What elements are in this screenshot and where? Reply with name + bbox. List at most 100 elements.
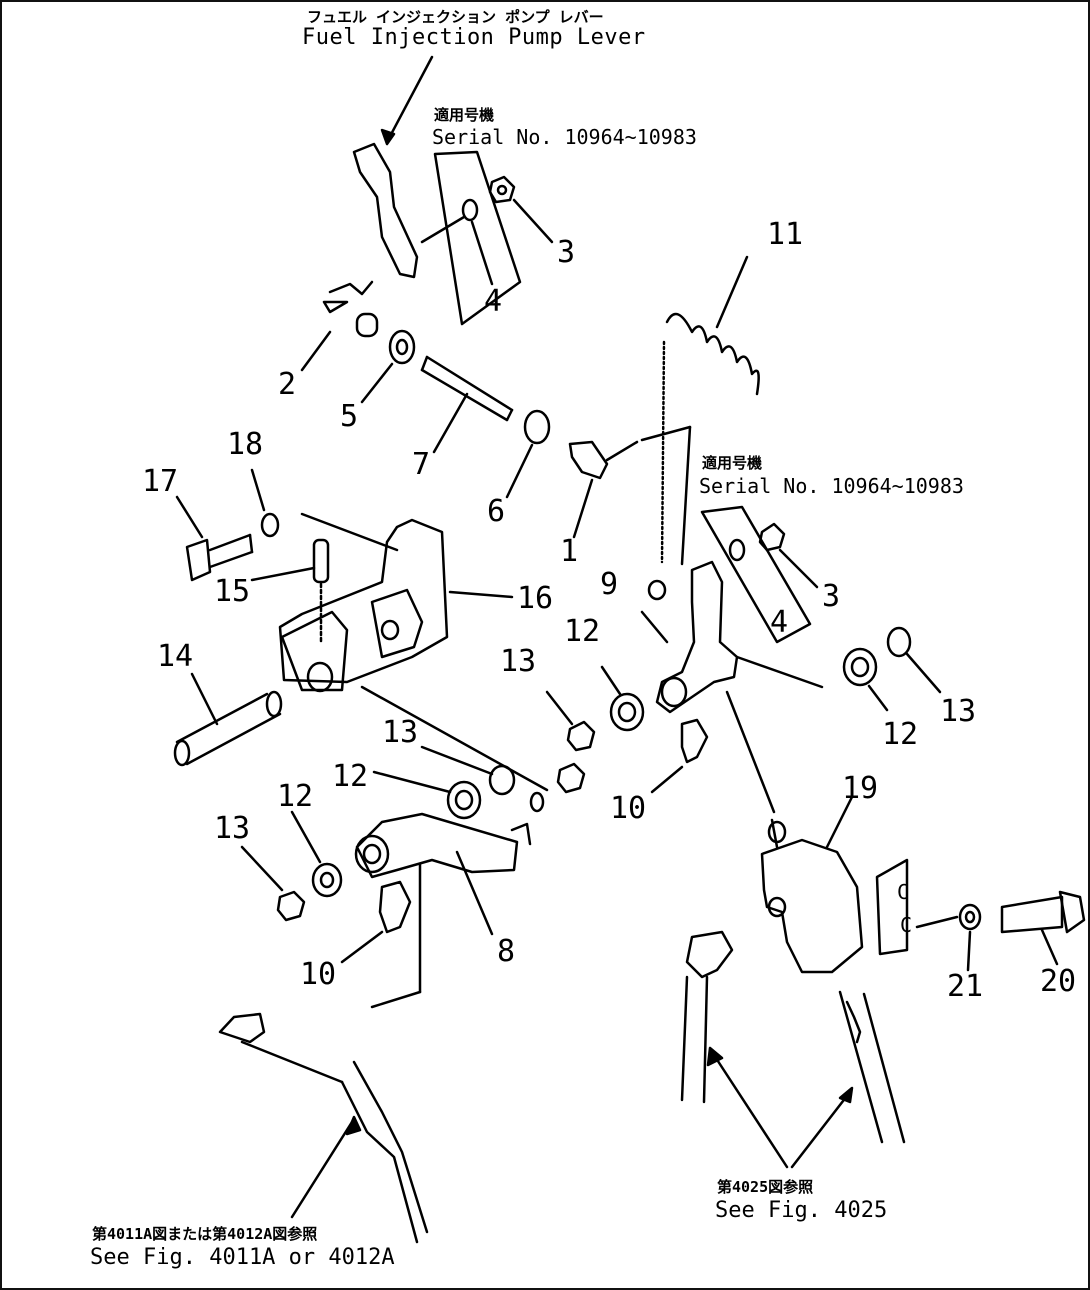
- leader-line: [240, 845, 284, 892]
- leader-line: [600, 665, 622, 696]
- bushing-12-left: [311, 862, 343, 898]
- callout-13: 13: [500, 644, 537, 679]
- callout-12-mid: 12: [332, 759, 369, 794]
- bushing-12-mid: [609, 692, 645, 732]
- leader-line: [385, 55, 434, 144]
- callout-4-right: 4: [770, 605, 789, 640]
- leader-line: [867, 684, 889, 712]
- serial-panel-right: [700, 505, 812, 644]
- pin-15: [312, 538, 330, 584]
- leader-line: [340, 930, 384, 964]
- serial-right-caption: Serial No. 10964~10983: [699, 474, 964, 498]
- leader-line: [290, 1120, 354, 1219]
- serial-panel-top: [433, 150, 522, 326]
- nut-13-left: [276, 890, 306, 922]
- spring-11: [665, 312, 760, 396]
- callout-12: 12: [564, 614, 601, 649]
- leader-line: [290, 810, 322, 864]
- leader-line: [650, 765, 684, 794]
- leader-line: [905, 652, 942, 694]
- see-4025-caption: See Fig. 4025: [715, 1198, 888, 1223]
- arrowhead: [345, 1115, 362, 1136]
- mark-c-upper: C: [897, 880, 910, 904]
- bolt-20-head: [1058, 890, 1086, 934]
- leader-line: [790, 1090, 852, 1169]
- callout-7: 7: [412, 447, 431, 482]
- callout-4: 4: [484, 284, 503, 319]
- leader-line: [966, 930, 972, 972]
- hose-elbow: [685, 930, 734, 979]
- fuel-lever-caption: Fuel Injection Pump Lever: [302, 25, 646, 50]
- callout-9: 9: [600, 567, 619, 602]
- leader-line: [360, 362, 394, 404]
- lever-9: [655, 560, 739, 714]
- washer-21: [958, 903, 982, 931]
- callout-11: 11: [767, 217, 804, 252]
- serial-top-caption-jp: 適用号機: [434, 106, 495, 124]
- arm-8: [355, 812, 519, 879]
- callout-16: 16: [517, 581, 554, 616]
- grease-fitting-10-right: [680, 718, 709, 764]
- nut-13-mid: [566, 720, 596, 752]
- bushing-12-lower: [446, 780, 482, 820]
- callout-5: 5: [340, 399, 359, 434]
- grease-fitting-10-left: [378, 880, 412, 934]
- leader-line: [372, 770, 452, 794]
- leader-line: [455, 850, 494, 936]
- washer-small: [529, 791, 545, 813]
- callout-13-left: 13: [214, 811, 251, 846]
- leader-line: [420, 215, 466, 244]
- washer-4-right: [728, 538, 746, 562]
- leader-line: [640, 610, 669, 644]
- link-line: [360, 685, 549, 792]
- callout-3-right: 3: [822, 579, 841, 614]
- lever-9-boss: [660, 676, 688, 708]
- leader-line: [250, 566, 316, 582]
- cable-lower-left: [340, 1060, 429, 1244]
- leader-line: [250, 468, 266, 512]
- callout-2: 2: [278, 367, 297, 402]
- callout-14: 14: [157, 639, 194, 674]
- leader-line: [432, 392, 469, 454]
- arrowhead: [838, 1086, 854, 1104]
- see-4011-caption-jp: 第4011A図または第4012A図参照: [92, 1225, 318, 1243]
- ball-joint-1: [568, 440, 609, 480]
- bolt-20-shank: [1000, 895, 1064, 934]
- leader-line: [825, 795, 854, 849]
- leader-line: [1040, 928, 1059, 966]
- hose-left: [680, 975, 709, 1104]
- nut-3-top: [488, 175, 516, 204]
- bracket-16-ear: [280, 610, 349, 692]
- leader-line: [715, 255, 749, 329]
- serial-right-caption-jp: 適用号機: [702, 454, 763, 472]
- rod-end: [218, 1012, 266, 1044]
- callout-1: 1: [560, 534, 579, 569]
- valve-19: [760, 838, 864, 974]
- spring-link-line: [660, 340, 666, 564]
- callout-12-left: 12: [277, 779, 314, 814]
- callout-6: 6: [487, 494, 506, 529]
- nut-3-right: [758, 522, 786, 552]
- rod-7: [420, 355, 514, 422]
- callout-13-mid: 13: [382, 715, 419, 750]
- leader-line: [300, 512, 399, 552]
- leader-line: [505, 443, 534, 499]
- fuel-pump-lever: [352, 142, 419, 279]
- nut-5: [388, 329, 416, 365]
- bolt-17: [185, 533, 254, 582]
- serial-top-caption: Serial No. 10964~10983: [432, 125, 697, 149]
- arrowhead: [706, 1046, 724, 1067]
- leader-line: [545, 690, 574, 726]
- callout-8: 8: [497, 934, 516, 969]
- leader-line: [572, 478, 594, 539]
- callout-12-right: 12: [882, 717, 919, 752]
- callout-20: 20: [1040, 964, 1077, 999]
- leader-line: [915, 915, 959, 929]
- bushing-12-right: [842, 647, 878, 687]
- arrowhead: [380, 128, 396, 146]
- callout-13-right: 13: [940, 694, 977, 729]
- leader-line: [710, 1050, 789, 1169]
- fuel-lever-caption-jp: フュエル インジェクション ポンプ レバー: [307, 8, 604, 26]
